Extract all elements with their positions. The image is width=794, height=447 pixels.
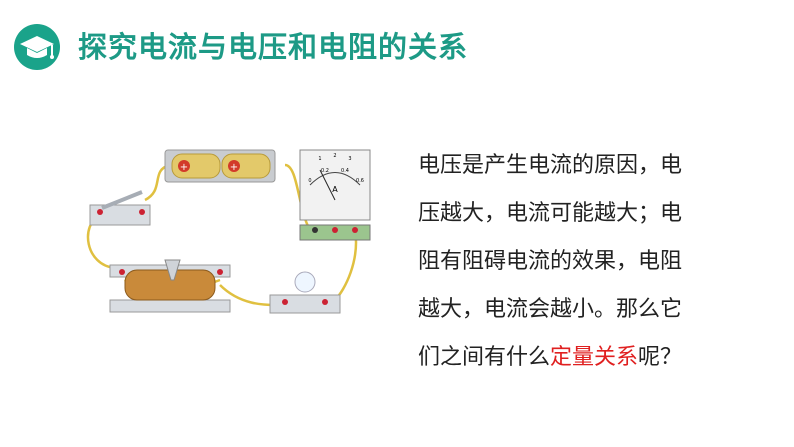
explanation-paragraph: 电压是产生电流的原因，电 压越大，电流可能越大；电 阻有阻碍电流的效果，电阻 越… (418, 142, 758, 382)
ammeter-top-3: 3 (348, 156, 351, 162)
title-bar: 探究电流与电压和电阻的关系 (0, 0, 794, 80)
ammeter-top-2: 2 (333, 153, 336, 159)
ammeter: A 0 0.2 0.4 0.6 1 2 3 (299, 149, 371, 241)
circuit-illustration: + + A 0 0.2 0.4 0.6 1 2 3 (86, 149, 371, 314)
paragraph-last-line: 们之间有什么定量关系呢？ (418, 334, 758, 382)
ammeter-scale-3: 0.6 (356, 178, 364, 184)
paragraph-line: 电压是产生电流的原因，电 (418, 153, 683, 178)
highlight-phrase: 定量关系 (550, 345, 639, 370)
paragraph-line: 压越大，电流可能越大；电 (418, 201, 683, 226)
graduation-cap-icon (14, 24, 60, 70)
light-bulb (269, 271, 341, 314)
knife-switch (89, 190, 151, 226)
last-line-prefix: 们之间有什么 (418, 345, 551, 370)
ammeter-scale-0: 0 (308, 178, 311, 184)
rheostat (109, 259, 231, 313)
ammeter-unit: A (332, 185, 338, 194)
last-line-suffix: 呢？ (638, 345, 683, 370)
battery-box: + + (164, 149, 276, 183)
svg-text:+: + (180, 162, 188, 173)
ammeter-top-1: 1 (318, 156, 321, 162)
page-title: 探究电流与电压和电阻的关系 (78, 30, 469, 64)
ammeter-scale-1: 0.2 (321, 168, 329, 174)
ammeter-scale-2: 0.4 (341, 168, 349, 174)
svg-text:+: + (230, 162, 238, 173)
paragraph-line: 越大，电流会越小。那么它 (418, 297, 683, 322)
paragraph-line: 阻有阻碍电流的效果，电阻 (418, 249, 683, 274)
